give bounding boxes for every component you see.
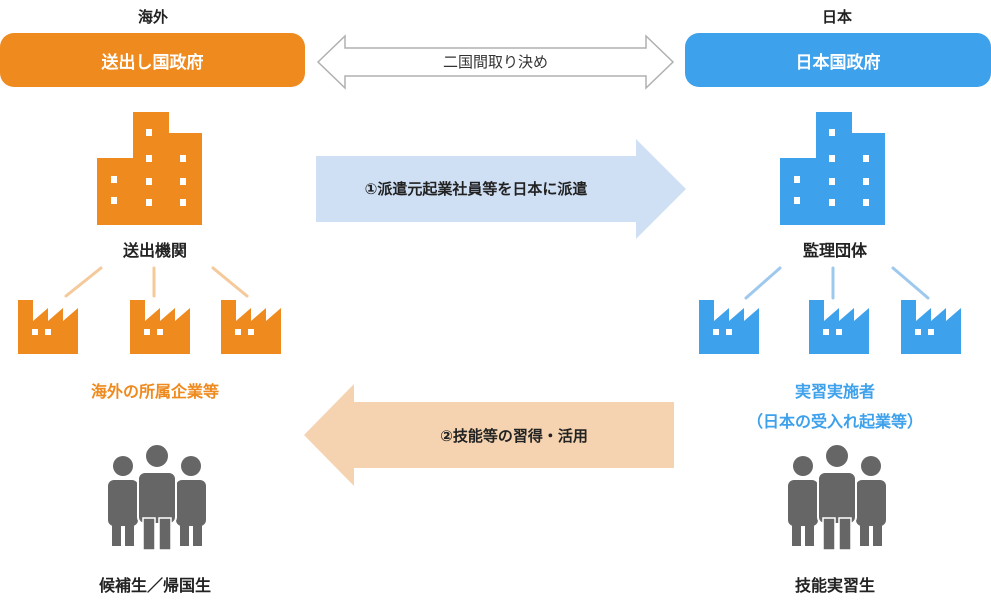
utilize-arrow-label: ②技能等の習得・活用	[440, 427, 588, 445]
factory-icon	[18, 300, 78, 354]
dispatch-arrow	[316, 139, 686, 239]
utilize-arrow	[304, 384, 674, 486]
dispatch-arrow-label: ①派遣元起業社員等を日本に派遣	[364, 180, 588, 198]
factory-icon	[901, 300, 961, 354]
left-connector-lines	[64, 266, 249, 298]
overseas-region-label: 海外	[137, 8, 168, 26]
right-connector-lines	[744, 266, 930, 300]
factory-icon	[809, 300, 869, 354]
candidates-label: 候補生／帰国生	[98, 576, 211, 595]
bilateral-arrangement-label: 二国間取り決め	[442, 53, 548, 71]
overseas-companies-label: 海外の所属企業等	[90, 382, 219, 401]
trainees-people-icon	[788, 443, 886, 551]
implementer-label: 実習実施者	[794, 382, 875, 401]
bilateral-double-arrow	[316, 34, 675, 90]
factory-icon	[130, 300, 190, 354]
factory-icon	[699, 300, 759, 354]
japan-region-label: 日本	[821, 8, 852, 26]
supervising-org-label: 監理団体	[802, 241, 867, 260]
implementer-sublabel: （日本の受入れ起業等）	[746, 412, 923, 431]
candidates-people-icon	[108, 443, 206, 551]
trainees-label: 技能実習生	[794, 576, 875, 595]
sending-agency-label: 送出機関	[122, 241, 187, 260]
japan-government-box: 日本国政府	[685, 33, 991, 87]
sending-agency-building-icon	[97, 112, 202, 225]
factory-icon	[221, 300, 281, 354]
sending-government-box: 送出し国政府	[0, 33, 305, 87]
supervising-org-building-icon	[780, 112, 885, 225]
